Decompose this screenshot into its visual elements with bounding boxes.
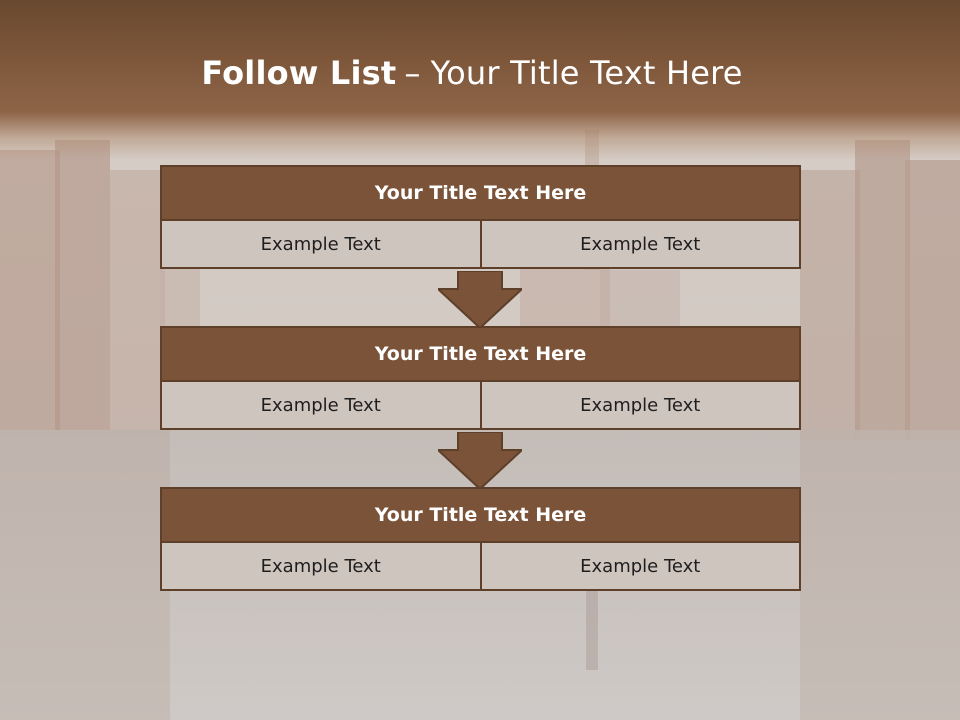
block-cell-right: Example Text bbox=[479, 382, 801, 430]
block-cell-right: Example Text bbox=[479, 543, 801, 591]
down-arrow-icon bbox=[438, 271, 522, 329]
header-band bbox=[0, 0, 960, 160]
down-arrow-icon bbox=[438, 432, 522, 490]
list-block-1: Your Title Text Here Example Text Exampl… bbox=[160, 165, 801, 269]
block-title: Your Title Text Here bbox=[160, 326, 801, 382]
slide-title: Follow List–Your Title Text Here bbox=[0, 54, 944, 92]
block-cell-left: Example Text bbox=[160, 543, 482, 591]
block-cell-left: Example Text bbox=[160, 221, 482, 269]
block-cell-left: Example Text bbox=[160, 382, 482, 430]
slide-title-bold: Follow List bbox=[201, 54, 397, 92]
slide-title-rest: Your Title Text Here bbox=[430, 54, 743, 92]
list-block-3: Your Title Text Here Example Text Exampl… bbox=[160, 487, 801, 591]
list-block-2: Your Title Text Here Example Text Exampl… bbox=[160, 326, 801, 430]
block-cell-right: Example Text bbox=[479, 221, 801, 269]
block-title: Your Title Text Here bbox=[160, 487, 801, 543]
slide-title-separator: – bbox=[404, 54, 421, 92]
block-title: Your Title Text Here bbox=[160, 165, 801, 221]
